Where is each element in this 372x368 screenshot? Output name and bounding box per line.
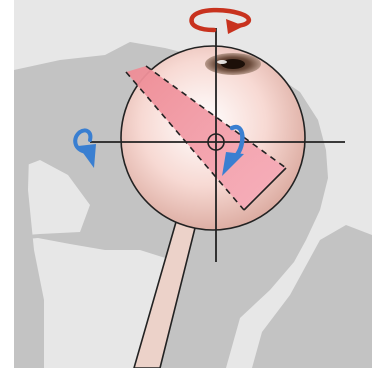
iris-pupil [205, 53, 261, 75]
